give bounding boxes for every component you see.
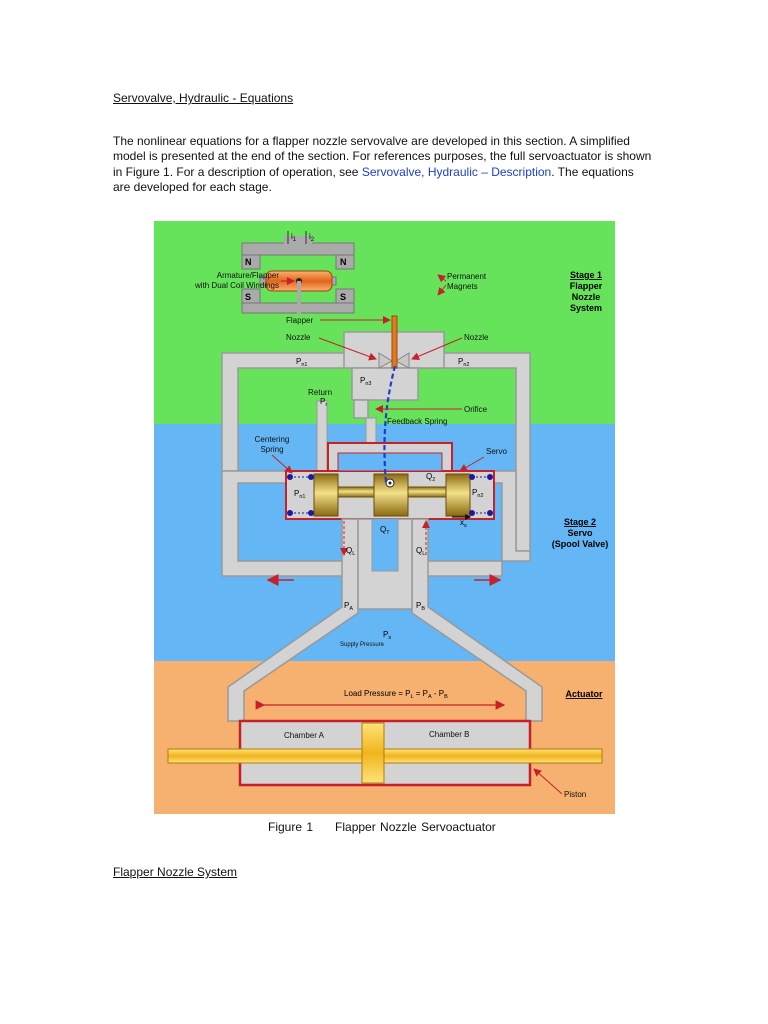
spool-top-channel-inner (337, 452, 443, 472)
centering-label-2: Spring (260, 445, 283, 454)
intro-paragraph: The nonlinear equations for a flapper no… (113, 134, 653, 195)
description-link[interactable]: Servovalve, Hydraulic – Description (361, 164, 552, 179)
stage1-line4: System (570, 303, 602, 313)
pole-s-right: S (340, 292, 346, 302)
pn2-spool-symbol: Pn2 (472, 488, 483, 499)
pn2-top-symbol: Pn2 (458, 357, 469, 368)
orifice-label: Orifice (464, 405, 488, 414)
ps-symbol: Ps (383, 630, 391, 641)
ql-right-symbol: QL (416, 546, 425, 557)
pole-n-right: N (340, 257, 347, 267)
figure-caption-text: Flapper Nozzle Servoactuator (335, 820, 496, 834)
chamber-b-label: Chamber B (429, 730, 469, 739)
feedback-spring (383, 365, 397, 484)
i1-symbol: i1 (291, 232, 297, 243)
stage2-line2: Servo (567, 528, 593, 538)
armature-label-2: with Dual Coil Windings (194, 281, 279, 290)
chamber-a-text: Chamber A (284, 731, 325, 740)
stage2-line1: Stage 2 (564, 517, 596, 527)
flapper-label: Flapper (286, 316, 313, 325)
return-line (316, 400, 328, 482)
nozzle-left-label: Nozzle (286, 333, 311, 342)
stage1-line2: Flapper (570, 281, 603, 291)
figure-caption: Figure 1 Flapper Nozzle Servoactuator (268, 820, 496, 834)
figure-number: Figure 1 (268, 820, 314, 834)
intro-text: The nonlinear equations for a flapper no… (113, 134, 652, 179)
nozzle-left-tip (378, 352, 394, 369)
nozzle-right-tip (394, 352, 410, 369)
pn1-top-symbol: Pn1 (296, 357, 307, 368)
nozzle-chamber (351, 367, 419, 401)
torque-motor (241, 231, 355, 315)
load-pressure-label: Load Pressure = PL = PA - PB (344, 689, 448, 700)
section-heading: Flapper Nozzle System (113, 865, 238, 879)
load-line-b (411, 518, 543, 722)
supply-channel (371, 518, 399, 572)
pn1-spool-symbol: Pn1 (294, 489, 305, 500)
qt-symbol: QT (380, 525, 390, 536)
q2-symbol: Q2 (426, 472, 435, 483)
magnets-label-2: Magnets (447, 282, 478, 291)
centering-label-1: Centering (255, 435, 290, 444)
orifice-block (353, 399, 369, 419)
return-label: Return (308, 388, 332, 397)
intro-tail: . The equations are developed for each s… (113, 164, 634, 194)
stage1-label: Stage 1 Flapper Nozzle System (570, 270, 603, 313)
piston-label: Piston (564, 790, 586, 799)
pn3-symbol: Pn3 (360, 376, 371, 387)
piston-rod (167, 748, 603, 764)
stage1-line3: Nozzle (572, 292, 601, 302)
stage1-line1: Stage 1 (570, 270, 602, 280)
pb-symbol: PB (416, 601, 425, 612)
stage2-label: Stage 2 Servo (Spool Valve) (552, 517, 609, 549)
xs-symbol: xs (460, 518, 467, 529)
pr-symbol: Pr (320, 397, 327, 408)
supply-pressure-label: Supply Pressure (340, 642, 385, 648)
flapper-blade (391, 315, 398, 369)
magnets-label-1: Permanent (447, 272, 487, 281)
pa-symbol: PA (344, 601, 353, 612)
armature-label-1: Armature/Flapper (217, 271, 280, 280)
pole-n-left: N (245, 257, 252, 267)
spool (313, 473, 471, 517)
piston-head (361, 722, 385, 784)
ql-left-symbol: QL (346, 546, 355, 557)
pole-s-left: S (245, 292, 251, 302)
i2-symbol: i2 (309, 232, 315, 243)
nozzle-right-label: Nozzle (464, 333, 489, 342)
page-title: Servovalve, Hydraulic - Equations (113, 91, 294, 105)
servo-label: Servo (486, 447, 507, 456)
servoactuator-figure: Stage 1 Flapper Nozzle System Stage 2 Se… (154, 221, 615, 814)
feedback-spring-label: Feedback Spring (387, 417, 447, 426)
actuator-label: Actuator (565, 689, 602, 699)
stage2-line3: (Spool Valve) (552, 539, 609, 549)
